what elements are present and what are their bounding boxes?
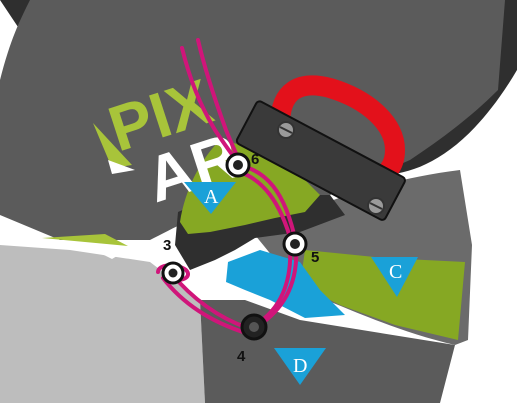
cord-3-to-4b (161, 276, 248, 335)
triangle-marker-icon (274, 348, 326, 385)
grommet-icon (225, 152, 251, 178)
marker-d-label: D (293, 355, 307, 377)
grommet-icon (161, 261, 185, 285)
triangle-marker-icon (184, 182, 236, 214)
triangle-marker-icon (371, 257, 418, 297)
screw-icon (277, 121, 295, 139)
cheek-light (0, 245, 205, 403)
label-5: 5 (311, 249, 319, 266)
screw-icon (367, 197, 385, 215)
grommet-icon (240, 313, 268, 341)
label-3: 3 (163, 237, 171, 254)
cord-top-1 (180, 46, 240, 164)
grommet-icon (282, 231, 308, 257)
triangle-marker-d: D (274, 348, 326, 385)
triangle-marker-c: C (371, 257, 418, 297)
label-4: 4 (237, 348, 246, 365)
cheek-slash-white (98, 247, 132, 259)
label-6: 6 (251, 151, 259, 168)
triangle-marker-a: A (184, 182, 236, 214)
marker-c-label: C (389, 261, 402, 283)
cord-6-to-5b (238, 170, 294, 246)
marker-a-label: A (204, 186, 219, 208)
cheek-slash-green (42, 234, 128, 246)
red-loop (270, 75, 406, 190)
panel-c-green (300, 250, 465, 340)
logo-slash-green (93, 123, 132, 168)
logo-slash-white (108, 160, 135, 174)
